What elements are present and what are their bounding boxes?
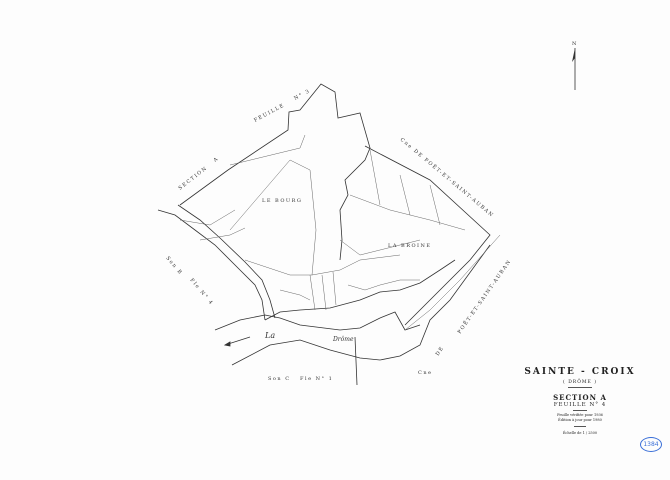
section-limit-line	[354, 336, 358, 386]
label-commune-top: Cne DE POËT-ET-SAINT-AUBAN	[399, 136, 496, 219]
label-commune-bottom-de: DE	[435, 345, 446, 357]
label-feuille-b: Fle N° 4	[188, 277, 214, 306]
road-east	[404, 234, 501, 331]
river-flow-arrow-icon	[223, 336, 251, 347]
department: ( DRÔME )	[563, 380, 597, 385]
archive-stamp: 1384	[640, 437, 662, 452]
commune-title: SAINTE - CROIX	[524, 367, 636, 377]
parcel-south-edge	[264, 259, 456, 321]
section-title: SECTION A	[553, 393, 607, 402]
scale-note: Échelle de 1 / 2500	[562, 431, 598, 435]
label-section-a-letter: A	[212, 156, 221, 164]
label-commune-bottom-cne: Cne	[418, 370, 433, 376]
label-river-la: La	[264, 331, 275, 340]
divider	[573, 410, 587, 411]
verified-note: Feuille vérifiée pour 1936	[557, 413, 603, 417]
river-bank-south	[231, 244, 491, 366]
label-section-b: Son B	[164, 255, 183, 276]
parcel-lines	[179, 134, 466, 311]
river-bank-north	[214, 311, 421, 331]
label-feuille-c: Fle N° 1	[300, 376, 333, 382]
north-label: N	[572, 41, 577, 47]
label-feuille: FEUILLE	[253, 102, 286, 123]
label-commune-bottom: POËT-ET-SAINT-AUBAN	[456, 258, 513, 335]
label-le-bourg: LE BOURG	[262, 198, 302, 204]
north-arrow-icon	[572, 48, 576, 90]
sheet-number: FEUILLE N° 4	[553, 402, 607, 408]
road-left	[157, 209, 266, 321]
road-left-2	[177, 204, 276, 319]
label-la-broine: LA BROINE	[388, 243, 432, 249]
label-river-drome: Drôme	[332, 336, 354, 343]
edition-note: Édition à jour pour 1980	[558, 418, 602, 422]
divider	[574, 426, 586, 427]
plan-boundary-right	[364, 145, 491, 326]
label-section-c: Son C	[268, 376, 291, 382]
divider	[568, 387, 592, 388]
plan-boundary	[179, 83, 371, 261]
